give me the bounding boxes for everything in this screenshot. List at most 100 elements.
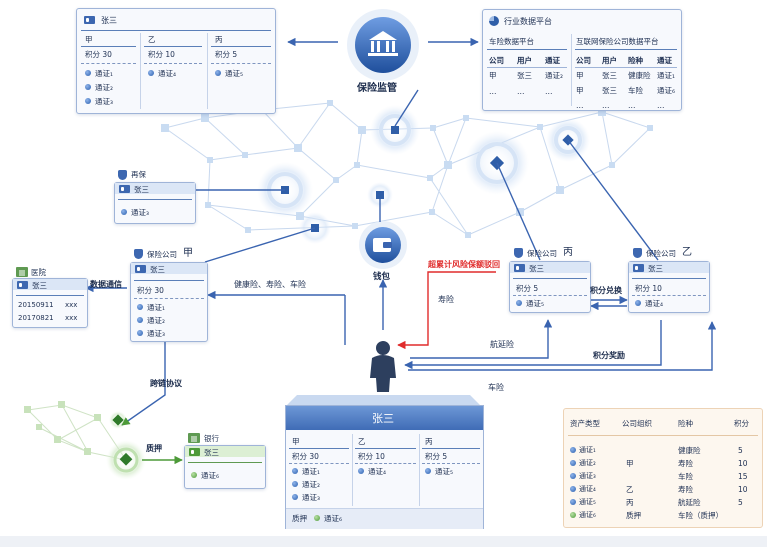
asset-points: 5 xyxy=(738,498,743,507)
reinsurer-card: 张三 通证₃ xyxy=(114,182,196,224)
record-value: xxx xyxy=(65,301,78,309)
main-user-title: 张三 xyxy=(372,412,394,425)
col1-points: 积分 30 xyxy=(292,452,319,461)
user-name: 张三 xyxy=(101,16,117,25)
token: 通证₁ xyxy=(147,303,166,312)
token: 通证₄ xyxy=(368,467,387,476)
bank-title: 银行 xyxy=(204,434,219,443)
col3-points: 积分 5 xyxy=(215,50,238,59)
table-cell: 甲 xyxy=(489,71,497,80)
token-coin-icon xyxy=(570,473,576,479)
user-name: 张三 xyxy=(529,264,544,273)
edge-label-life: 寿险 xyxy=(438,295,454,304)
edge-label-risk-recall: 超累计风险保额驳回 xyxy=(428,260,500,269)
col3-points: 积分 5 xyxy=(425,452,448,461)
network-node xyxy=(354,162,360,168)
col2-name: 乙 xyxy=(148,35,156,44)
user-name: 张三 xyxy=(204,448,219,457)
record-value: xxx xyxy=(65,314,78,322)
network-node xyxy=(598,108,606,116)
asset-kind: 寿险 xyxy=(678,485,693,494)
col3-name: 丙 xyxy=(215,35,223,44)
network-node xyxy=(294,144,302,152)
table-header: 用户 xyxy=(602,56,617,65)
edge-label-pledge: 质押 xyxy=(146,444,162,453)
asset-kind: 寿险 xyxy=(678,459,693,468)
asset-points: 10 xyxy=(738,485,748,494)
platform-title: 行业数据平台 xyxy=(504,17,552,26)
network-node xyxy=(465,232,471,238)
asset-table-header: 资产类型 xyxy=(570,419,600,428)
token: 通证₅ xyxy=(435,467,454,476)
network-node xyxy=(296,212,304,220)
wallet-icon xyxy=(373,238,391,252)
hospital-icon xyxy=(16,267,28,277)
company-bing-card: 张三 积分 5 通证₅ xyxy=(509,261,591,313)
table-cell: 健康险 xyxy=(628,71,651,80)
token-coin-icon xyxy=(570,512,576,518)
token: 通证₂ xyxy=(147,316,166,325)
edge-label-points-exchange: 积分兑换 xyxy=(590,286,622,295)
col1-name: 甲 xyxy=(85,35,93,44)
network-node xyxy=(609,162,615,168)
company-suffix: 甲 xyxy=(183,248,193,259)
id-card-icon xyxy=(633,264,644,272)
shield-icon xyxy=(514,248,523,258)
user-avatar-icon xyxy=(370,341,396,392)
asset-org: 丙 xyxy=(626,498,634,507)
pie-chart-icon xyxy=(489,16,499,26)
col2-name: 乙 xyxy=(358,437,366,446)
reinsurer-title: 再保 xyxy=(131,170,146,179)
points: 积分 10 xyxy=(635,284,662,293)
company-suffix: 乙 xyxy=(682,247,692,258)
user-name: 张三 xyxy=(32,281,47,290)
token: 通证₃ xyxy=(95,97,114,106)
network-node xyxy=(327,100,333,106)
network-node xyxy=(556,186,564,194)
asset-kind: 车险（质押） xyxy=(678,511,723,520)
asset-points: 15 xyxy=(738,472,748,481)
network-node xyxy=(463,115,469,121)
table-cell: … xyxy=(657,101,665,110)
asset-kind: 航延险 xyxy=(678,498,701,507)
table-cell: … xyxy=(602,101,610,110)
network-node xyxy=(207,157,213,163)
table-header: 通证 xyxy=(545,56,560,65)
company-title: 保险公司 xyxy=(646,249,676,258)
token: 通证₅ xyxy=(526,299,545,308)
token: 通证₂ xyxy=(302,480,321,489)
col3-name: 丙 xyxy=(425,437,433,446)
token-coin-icon xyxy=(570,499,576,505)
company-yi-card: 张三 积分 10 通证₄ xyxy=(628,261,710,313)
col2-points: 积分 10 xyxy=(358,452,385,461)
network-node xyxy=(352,223,358,229)
network-node xyxy=(427,175,433,181)
network-node xyxy=(444,161,452,169)
industry-data-platform: 行业数据平台 车险数据平台 互联网保险公司数据平台 公司用户通证甲张三通证₂……… xyxy=(482,9,682,111)
network-node xyxy=(429,209,435,215)
col1-name: 甲 xyxy=(292,437,300,446)
network-node xyxy=(333,177,339,183)
id-card-icon xyxy=(189,448,200,456)
edge-label-car: 车险 xyxy=(488,383,504,392)
asset-token: 通证₂ xyxy=(579,459,596,467)
asset-points: 5 xyxy=(738,446,743,455)
table-cell: 车险 xyxy=(628,86,643,95)
id-card-icon xyxy=(119,185,130,193)
bank-card: 张三 通证₆ xyxy=(184,445,266,489)
asset-token: 通证₃ xyxy=(579,472,596,480)
table-cell: … xyxy=(576,101,584,110)
main-user-card: 张三 甲 乙 丙 积分 30 积分 10 积分 5 通证₁ 通证₂ 通证₃ 通证… xyxy=(285,405,484,529)
edge-label-cross-chain: 跨链协议 xyxy=(150,379,182,388)
asset-points: 10 xyxy=(738,459,748,468)
user-summary-card: 张三 甲 乙 丙 积分 30 积分 10 积分 5 通证₁ 通证₂ 通证₃ 通证… xyxy=(76,8,276,114)
table-cell: 张三 xyxy=(602,71,617,80)
table-cell: 甲 xyxy=(576,71,584,80)
bank-icon xyxy=(188,433,200,443)
table-header: 通证 xyxy=(657,56,672,65)
table-header: 用户 xyxy=(517,56,532,65)
network-node xyxy=(245,227,251,233)
token-coin-icon xyxy=(570,486,576,492)
asset-token: 通证₁ xyxy=(579,446,596,454)
table-cell: 张三 xyxy=(517,71,532,80)
